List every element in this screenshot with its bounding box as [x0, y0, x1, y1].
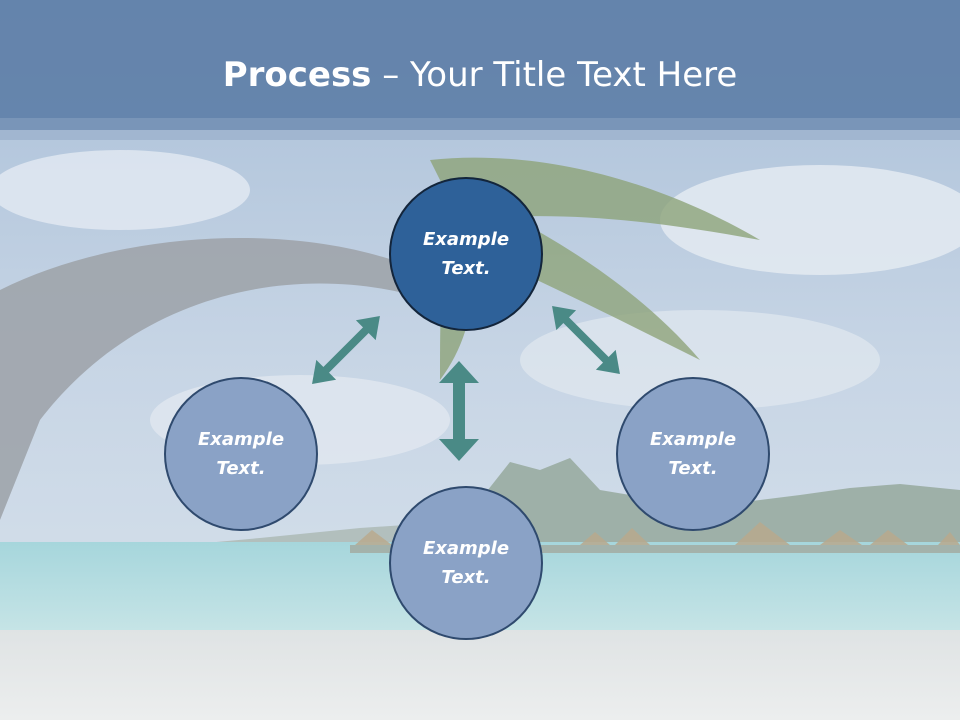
title-rest: – Your Title Text Here	[371, 55, 738, 95]
node-text-line1: Example	[422, 538, 510, 559]
slide-title: Process – Your Title Text Here	[0, 50, 960, 100]
arrow-top-left-connector	[312, 316, 380, 384]
arrow-top-right-connector	[552, 306, 620, 374]
arrow-vertical-connector	[439, 361, 479, 461]
node-text-line2: Text.	[441, 567, 491, 588]
node-text-line1: Example	[422, 229, 510, 250]
node-text-line1: Example	[649, 429, 737, 450]
title-bold: Process	[222, 55, 372, 95]
node-text-line2: Text.	[441, 258, 491, 279]
process-node-bottom: Example Text.	[389, 486, 543, 640]
process-node-right: Example Text.	[616, 377, 770, 531]
process-node-top: Example Text.	[389, 177, 543, 331]
node-text-line1: Example	[197, 429, 285, 450]
node-text-line2: Text.	[216, 458, 266, 479]
process-node-left: Example Text.	[164, 377, 318, 531]
node-text-line2: Text.	[668, 458, 718, 479]
